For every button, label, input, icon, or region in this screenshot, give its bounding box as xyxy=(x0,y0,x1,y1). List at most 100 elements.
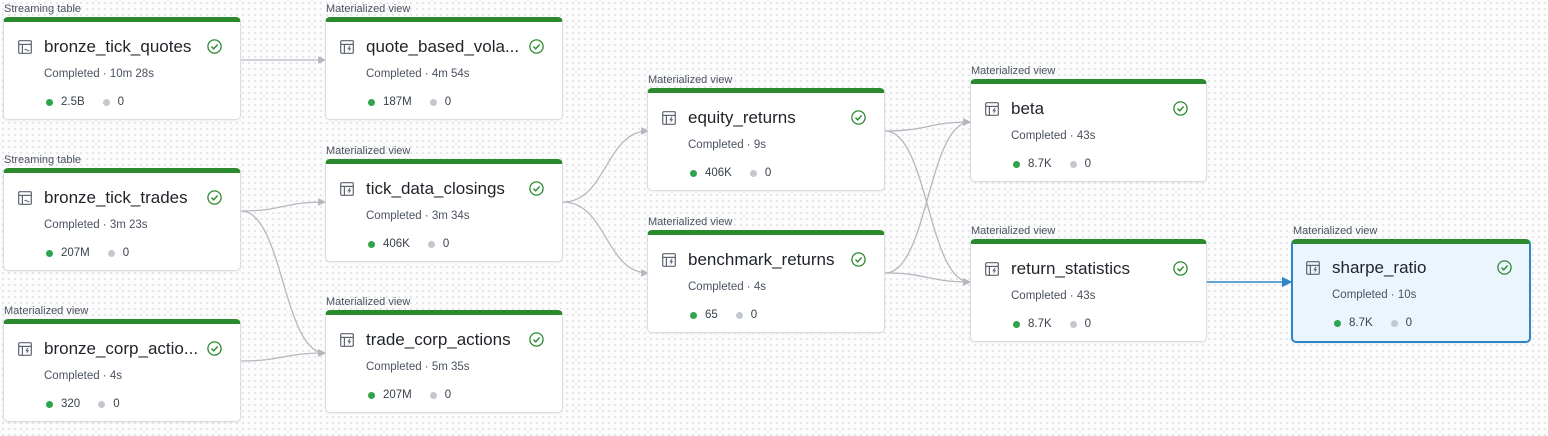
materialized-view-icon xyxy=(1306,261,1320,275)
node-type-label: Materialized view xyxy=(4,305,89,317)
output-rows-count: 8.7K xyxy=(1349,317,1373,329)
node-metrics: 406K 0 xyxy=(368,237,449,251)
node-status: Completed · 4m 54s xyxy=(366,68,470,80)
dropped-rows-dot-icon xyxy=(98,400,106,408)
node-name: bronze_tick_quotes xyxy=(44,37,192,56)
completed-check-icon xyxy=(207,39,222,54)
edge-bronze-tick-trades-to-trade-corp-actions xyxy=(240,210,326,357)
node-status: Completed · 3m 34s xyxy=(366,210,470,222)
edge-tick-data-closings-to-equity-returns xyxy=(562,127,649,203)
output-rows-dot-icon xyxy=(368,240,375,248)
node-type-label: Materialized view xyxy=(971,225,1056,237)
node-metrics: 2.5B 0 xyxy=(46,95,124,109)
output-rows-dot-icon xyxy=(46,400,53,408)
node-trade-corp-actions[interactable]: trade_corp_actions Completed · 5m 35s 20… xyxy=(325,310,563,413)
node-status: Completed · 43s xyxy=(1011,290,1096,302)
node-bronze-corp-actions[interactable]: bronze_corp_actio... Completed · 4s 320 … xyxy=(3,319,241,422)
node-metrics: 65 0 xyxy=(690,308,757,322)
node-name: equity_returns xyxy=(688,108,796,127)
node-type-label: Materialized view xyxy=(1293,225,1378,237)
node-metrics: 207M 0 xyxy=(368,388,451,402)
completed-check-icon xyxy=(1173,101,1188,116)
materialized-view-icon xyxy=(662,253,676,267)
node-type-label: Streaming table xyxy=(4,3,82,15)
node-tick-data-closings[interactable]: tick_data_closings Completed · 3m 34s 40… xyxy=(325,159,563,262)
edge-benchmark-returns-to-beta xyxy=(884,118,971,274)
dropped-rows-count: 0 xyxy=(113,398,120,410)
dropped-rows-count: 0 xyxy=(122,247,130,259)
node-status: Completed · 4s xyxy=(44,370,122,382)
output-rows-count: 207M xyxy=(383,389,412,401)
node-sharpe-ratio[interactable]: sharpe_ratio Completed · 10s 8.7K 0 xyxy=(1291,239,1531,343)
node-type-label: Materialized view xyxy=(326,3,411,15)
completed-check-icon xyxy=(207,190,222,205)
node-name: sharpe_ratio xyxy=(1332,258,1427,277)
dropped-rows-count: 0 xyxy=(1084,158,1092,170)
output-rows-count: 8.7K xyxy=(1028,318,1052,330)
completed-check-icon xyxy=(1497,260,1512,275)
output-rows-count: 65 xyxy=(705,309,718,321)
node-name: trade_corp_actions xyxy=(366,330,511,349)
node-benchmark-returns[interactable]: benchmark_returns Completed · 4s 65 0 xyxy=(647,230,885,333)
node-type-label: Materialized view xyxy=(971,65,1056,77)
node-metrics: 207M 0 xyxy=(46,246,129,260)
dropped-rows-count: 0 xyxy=(444,389,452,401)
materialized-view-icon xyxy=(985,102,999,116)
node-name: beta xyxy=(1011,99,1045,118)
output-rows-count: 2.5B xyxy=(61,96,85,108)
streaming-table-icon xyxy=(18,40,32,54)
dropped-rows-count: 0 xyxy=(1084,318,1092,330)
output-rows-dot-icon xyxy=(46,98,53,106)
node-type-label: Materialized view xyxy=(326,145,411,157)
output-rows-count: 320 xyxy=(61,398,81,410)
completed-check-icon xyxy=(851,252,866,267)
dropped-rows-count: 0 xyxy=(1405,317,1413,329)
node-name: tick_data_closings xyxy=(366,179,505,198)
completed-check-icon xyxy=(529,39,544,54)
dropped-rows-dot-icon xyxy=(735,311,743,319)
node-name: return_statistics xyxy=(1011,259,1131,278)
node-quote-based-vola[interactable]: quote_based_vola... Completed · 4m 54s 1… xyxy=(325,17,563,120)
dropped-rows-count: 0 xyxy=(442,238,450,250)
output-rows-count: 8.7K xyxy=(1028,158,1052,170)
node-return-statistics[interactable]: return_statistics Completed · 43s 8.7K 0 xyxy=(970,239,1207,342)
node-beta[interactable]: beta Completed · 43s 8.7K 0 xyxy=(970,79,1207,182)
edge-tick-data-closings-to-benchmark-returns xyxy=(562,201,649,277)
node-metrics: 8.7K 0 xyxy=(1334,316,1412,330)
node-status: Completed · 3m 23s xyxy=(44,219,148,231)
output-rows-dot-icon xyxy=(368,98,375,106)
node-status: Completed · 5m 35s xyxy=(366,361,470,373)
node-metrics: 406K 0 xyxy=(690,166,771,180)
dropped-rows-dot-icon xyxy=(102,98,110,106)
node-type-label: Materialized view xyxy=(648,216,733,228)
dropped-rows-count: 0 xyxy=(117,96,125,108)
node-type-label: Materialized view xyxy=(648,74,733,86)
completed-check-icon xyxy=(529,181,544,196)
edge-bronze-tick-trades-to-tick-data-closings xyxy=(240,198,326,212)
node-status: Completed · 10m 28s xyxy=(44,68,154,80)
node-name: benchmark_returns xyxy=(688,250,835,269)
dropped-rows-count: 0 xyxy=(764,167,772,179)
node-name: bronze_tick_trades xyxy=(44,188,188,207)
dropped-rows-dot-icon xyxy=(429,98,437,106)
dropped-rows-dot-icon xyxy=(1069,320,1077,328)
materialized-view-icon xyxy=(662,111,676,125)
node-metrics: 8.7K 0 xyxy=(1013,157,1091,171)
node-status: Completed · 4s xyxy=(688,281,766,293)
node-bronze-tick-quotes[interactable]: bronze_tick_quotes Completed · 10m 28s 2… xyxy=(3,17,241,120)
output-rows-count: 406K xyxy=(705,167,732,179)
dropped-rows-count: 0 xyxy=(750,309,758,321)
edge-bronze-corp-actions-to-trade-corp-actions xyxy=(240,349,326,362)
node-name: bronze_corp_actio... xyxy=(44,339,199,358)
streaming-table-icon xyxy=(18,191,32,205)
output-rows-dot-icon xyxy=(368,391,375,399)
output-rows-dot-icon xyxy=(1334,319,1341,327)
node-equity-returns[interactable]: equity_returns Completed · 9s 406K 0 xyxy=(647,88,885,191)
edge-equity-returns-to-beta xyxy=(884,118,971,132)
node-bronze-tick-trades[interactable]: bronze_tick_trades Completed · 3m 23s 20… xyxy=(3,168,241,271)
output-rows-count: 406K xyxy=(383,238,410,250)
output-rows-dot-icon xyxy=(46,249,53,257)
output-rows-dot-icon xyxy=(690,311,697,319)
node-metrics: 187M 0 xyxy=(368,95,451,109)
